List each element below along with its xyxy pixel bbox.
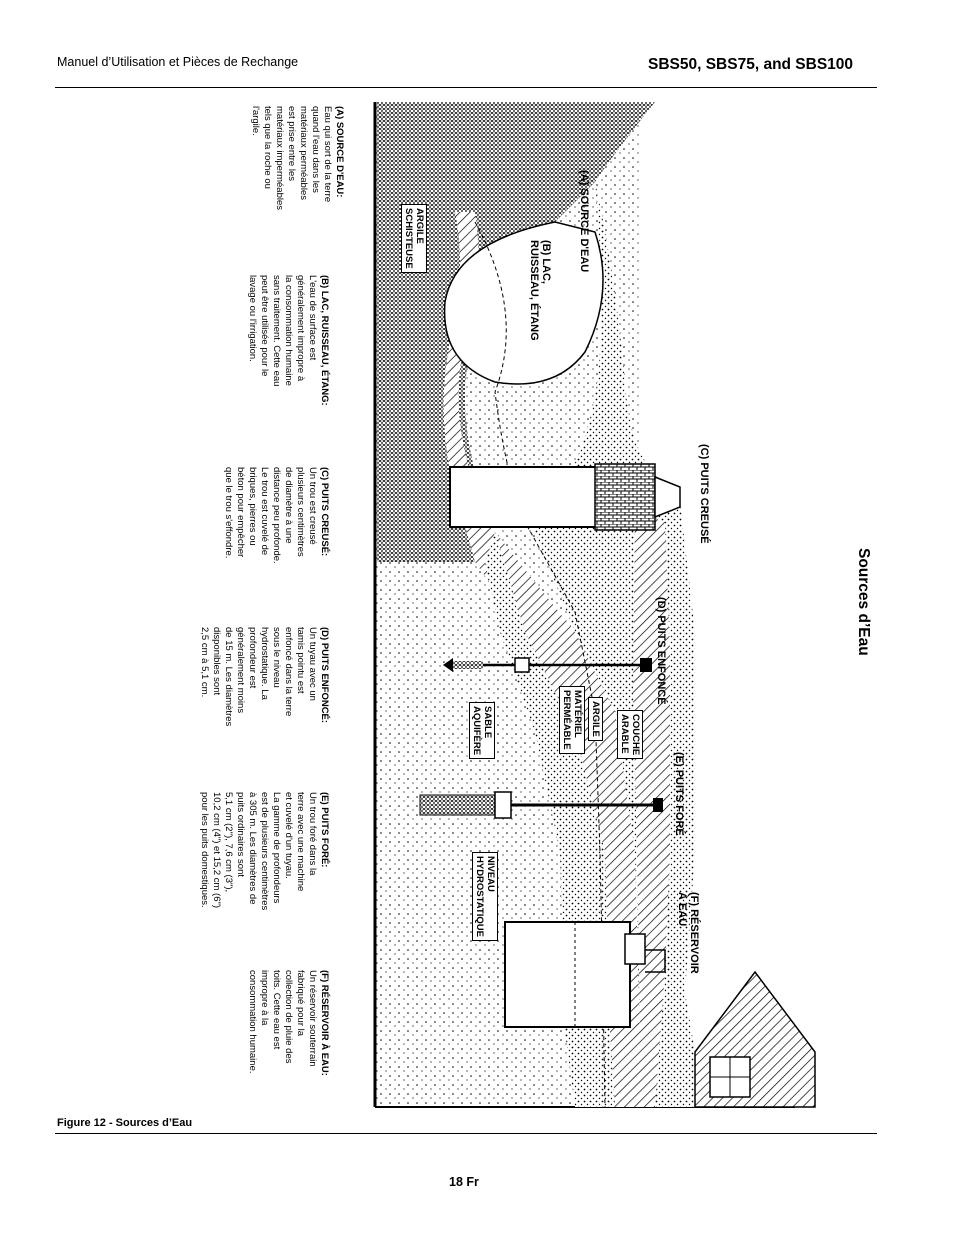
desc-cistern-body: Un réservoir souterrain fabriqué pour la… bbox=[247, 970, 318, 1074]
desc-spring: (A) SOURCE D'EAU: Eau qui sort de la ter… bbox=[249, 106, 345, 210]
water-sources-figure: (A) SOURCE D'EAU (B) LAC, RUISSEAU, ÉTAN… bbox=[55, 92, 877, 1132]
water-sources-diagram bbox=[373, 102, 816, 1108]
figure-caption: Figure 12 - Sources d’Eau bbox=[57, 1117, 193, 1129]
label-niveau-hydrostatique: NIVEAU HYDROSTATIQUE bbox=[472, 852, 498, 941]
desc-drilled-well: (E) PUITS FORÉ: Un trou foré dans la ter… bbox=[198, 792, 330, 910]
label-spring-text: (A) SOURCE D'EAU bbox=[578, 170, 590, 273]
label-spring: (A) SOURCE D'EAU bbox=[578, 170, 590, 272]
desc-drilled-well-title: (E) PUITS FORÉ: bbox=[319, 792, 330, 868]
footer-divider bbox=[55, 1133, 877, 1134]
label-drilled-well: (E) PUITS FORÉ bbox=[673, 752, 685, 836]
page-number: 18 Fr bbox=[449, 1175, 479, 1189]
label-lake-text: (B) LAC, RUISSEAU, ÉTANG bbox=[528, 240, 552, 341]
desc-dug-well: (C) PUITS CREUSÉ: Un trou est creusé plu… bbox=[222, 467, 330, 564]
desc-cistern-title: (F) RÉSERVOIR À EAU: bbox=[319, 970, 330, 1076]
label-cistern: (F) RÉSERVOIR À EAU bbox=[676, 892, 700, 974]
desc-cistern: (F) RÉSERVOIR À EAU: Un réservoir souter… bbox=[246, 970, 330, 1076]
label-driven-well: (D) PUITS ENFONCÉ bbox=[655, 597, 667, 705]
label-dug-well-text: (C) PUITS CREUSÉ bbox=[698, 444, 710, 544]
desc-spring-title: (A) SOURCE D'EAU: bbox=[334, 106, 345, 198]
label-cistern-text: (F) RÉSERVOIR À EAU bbox=[676, 892, 700, 974]
desc-driven-well: (D) PUITS ENFONCÉ: Un tuyau avec un tami… bbox=[198, 627, 330, 726]
label-argile-schisteuse: ARGILE SCHISTEUSE bbox=[401, 204, 427, 273]
label-sable-aquifere: SABLE AQUIFÈRE bbox=[469, 702, 495, 760]
label-couche-arable: COUCHE ARABLE bbox=[617, 710, 643, 760]
label-drilled-well-text: (E) PUITS FORÉ bbox=[673, 752, 685, 836]
desc-driven-well-body: Un tuyau avec un tamis pointu est enfonc… bbox=[199, 627, 318, 727]
desc-driven-well-title: (D) PUITS ENFONCÉ: bbox=[319, 627, 330, 724]
desc-drilled-well-body: Un trou foré dans la terre avec une mach… bbox=[199, 792, 318, 911]
model-numbers: SBS50, SBS75, and SBS100 bbox=[648, 56, 854, 73]
desc-lake: (B) LAC, RUISSEAU, ÉTANG: L'eau de surfa… bbox=[246, 275, 330, 406]
desc-lake-body: L'eau de surface est généralement improp… bbox=[247, 275, 318, 387]
label-dug-well: (C) PUITS CREUSÉ bbox=[698, 444, 710, 544]
manual-title: Manuel d’Utilisation et Pièces de Rechan… bbox=[57, 55, 299, 69]
label-materiel-permeable: MATÉRIEL PERMÉABLE bbox=[559, 686, 585, 754]
label-lake: (B) LAC, RUISSEAU, ÉTANG bbox=[528, 240, 552, 341]
desc-spring-body: Eau qui sort de la terre quand l'eau dan… bbox=[250, 106, 333, 211]
desc-lake-title: (B) LAC, RUISSEAU, ÉTANG: bbox=[319, 275, 330, 406]
label-argile: ARGILE bbox=[588, 697, 603, 741]
desc-dug-well-body: Un trou est creusé plusieurs centimètres… bbox=[223, 467, 318, 564]
label-driven-well-text: (D) PUITS ENFONCÉ bbox=[655, 597, 667, 705]
desc-dug-well-title: (C) PUITS CREUSÉ: bbox=[319, 467, 330, 557]
header-divider bbox=[55, 87, 877, 88]
